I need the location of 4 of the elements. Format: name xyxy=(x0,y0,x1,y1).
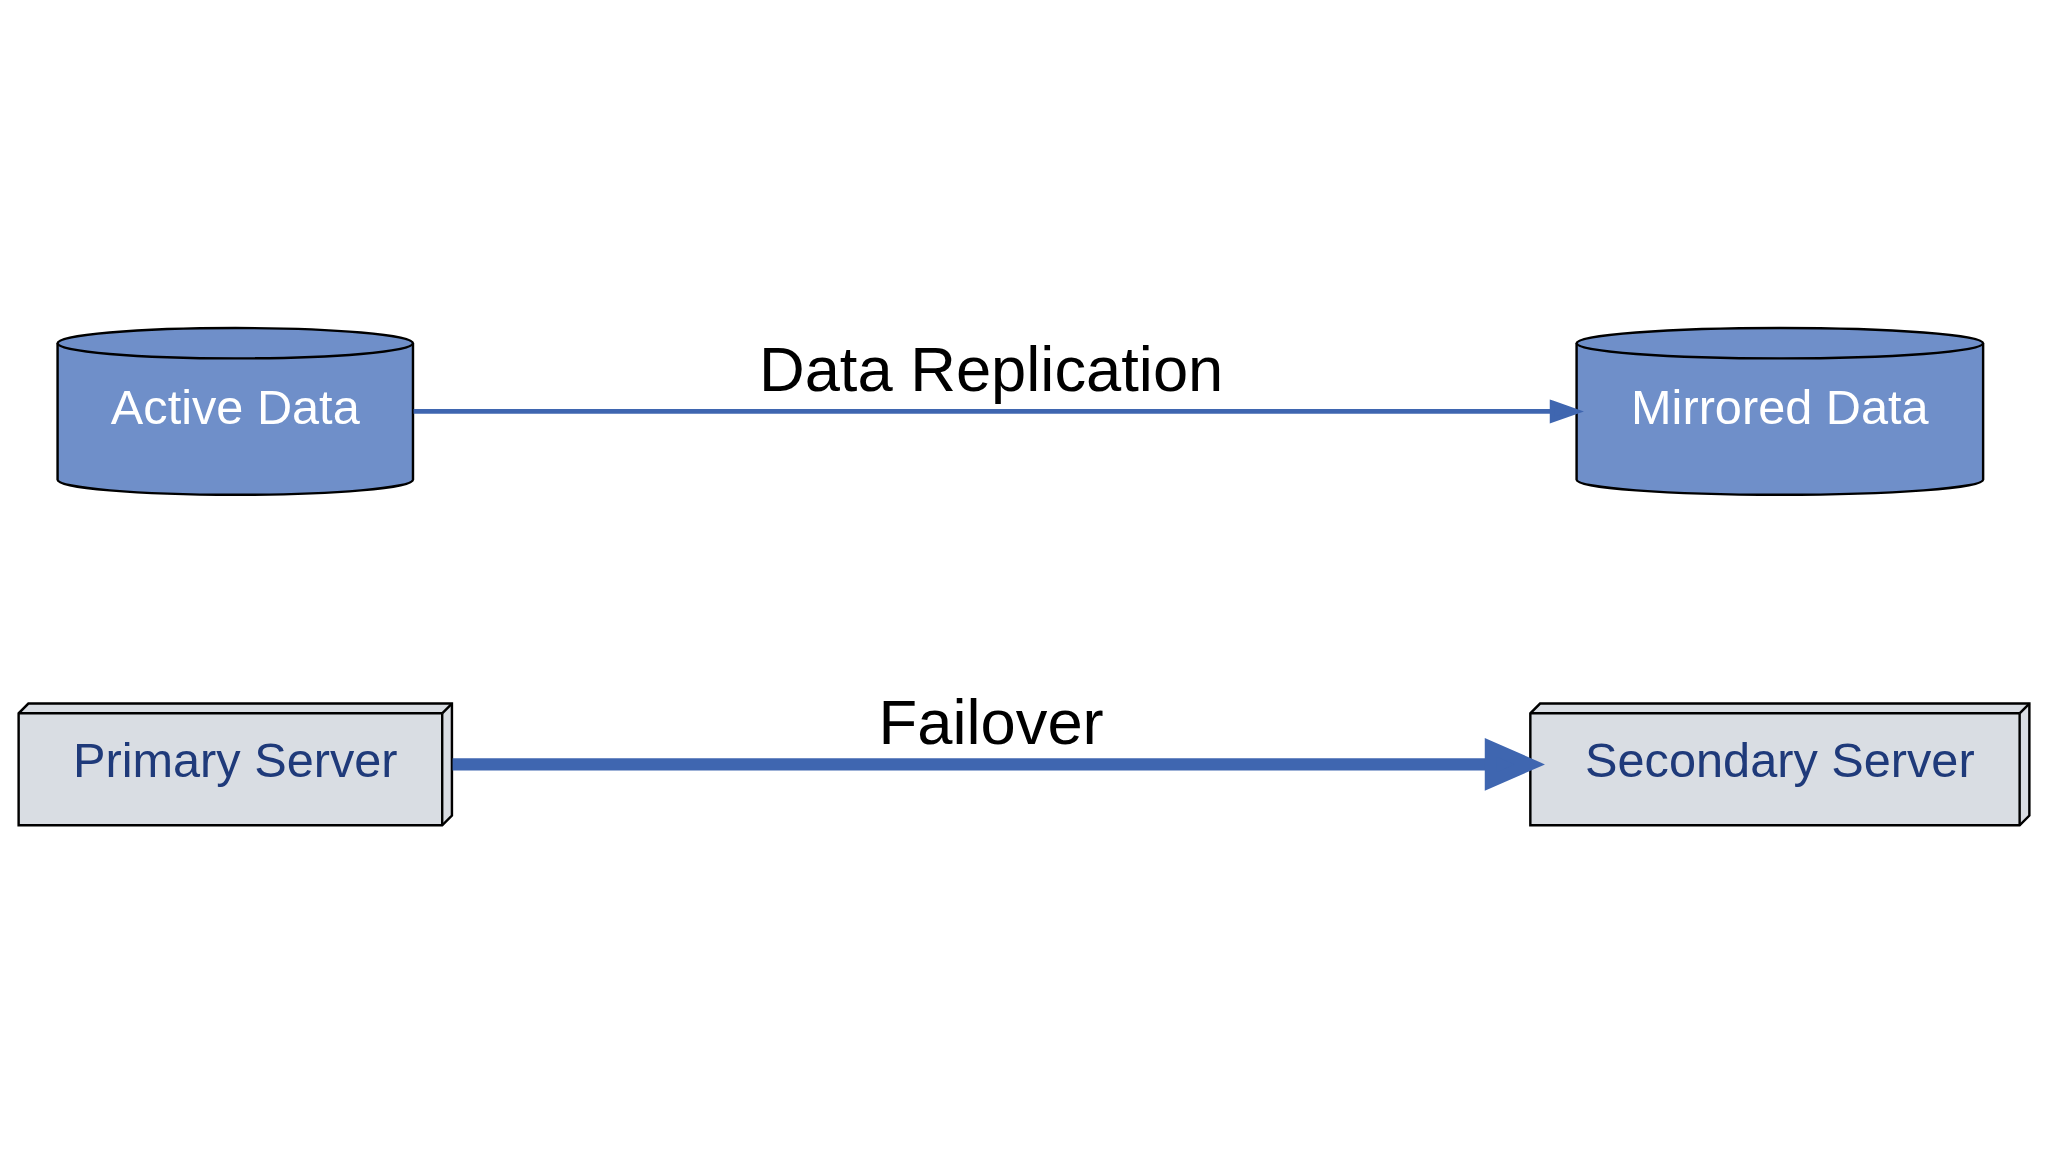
arrow xyxy=(413,398,1584,423)
edge-label: Failover xyxy=(878,686,1104,757)
arrow xyxy=(452,737,1545,791)
edge-label: Data Replication xyxy=(758,333,1224,404)
